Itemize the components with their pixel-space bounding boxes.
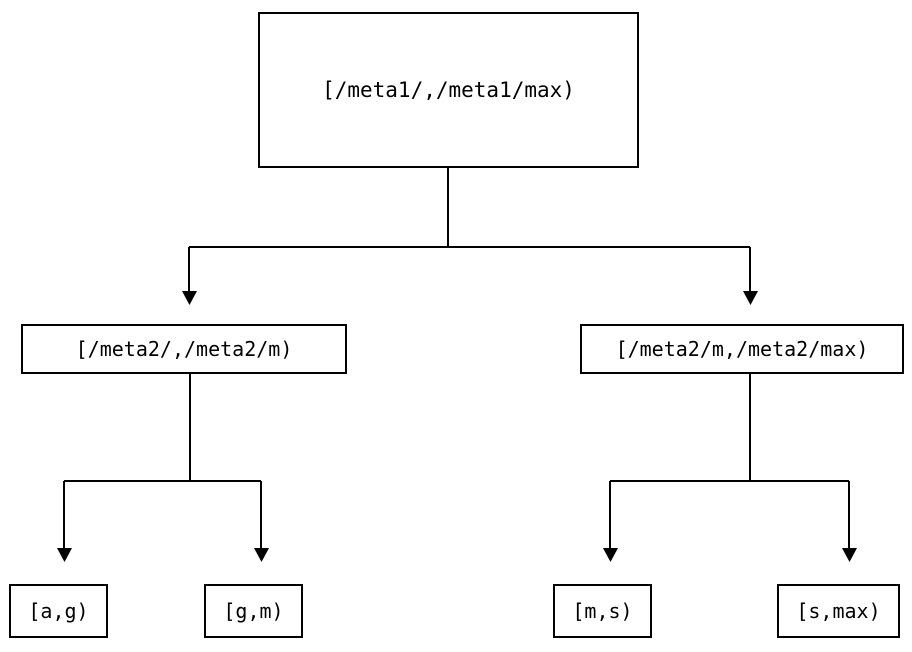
tree-node-mid-right-label: [/meta2/m,/meta2/max)	[615, 337, 869, 361]
tree-node-leaf-3[interactable]: [m,s)	[553, 584, 652, 638]
tree-node-leaf-2-label: [g,m)	[223, 599, 284, 623]
tree-node-root-label: [/meta1/,/meta1/max)	[322, 78, 575, 102]
tree-node-mid-left-label: [/meta2/,/meta2/m)	[75, 337, 293, 361]
tree-node-mid-right[interactable]: [/meta2/m,/meta2/max)	[580, 324, 904, 374]
tree-node-root[interactable]: [/meta1/,/meta1/max)	[258, 12, 639, 168]
arrowhead-root-to-mid-right	[743, 291, 758, 305]
arrowhead-mid-left-to-leaf-2	[254, 548, 269, 562]
arrowhead-root-to-mid-left	[182, 291, 197, 305]
arrowhead-mid-left-to-leaf-1	[57, 548, 72, 562]
tree-node-leaf-1-label: [a,g)	[28, 599, 89, 623]
arrowhead-mid-right-to-leaf-4	[842, 548, 857, 562]
tree-node-leaf-4-label: [s,max)	[796, 599, 881, 623]
arrowhead-mid-right-to-leaf-3	[603, 548, 618, 562]
tree-node-leaf-2[interactable]: [g,m)	[204, 584, 303, 638]
tree-node-leaf-1[interactable]: [a,g)	[9, 584, 108, 638]
tree-node-mid-left[interactable]: [/meta2/,/meta2/m)	[21, 324, 347, 374]
tree-node-leaf-4[interactable]: [s,max)	[777, 584, 900, 638]
tree-node-leaf-3-label: [m,s)	[572, 599, 633, 623]
